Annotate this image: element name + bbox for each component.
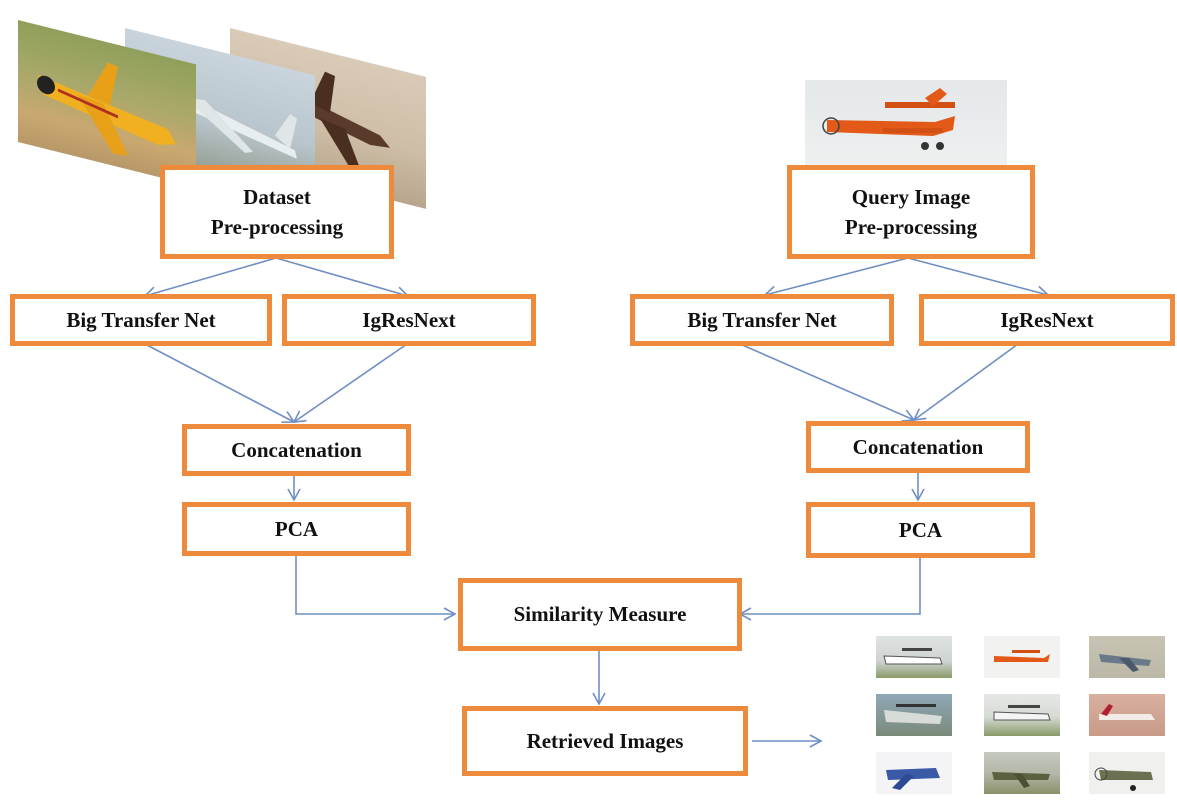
similarity-measure-box: Similarity Measure [458, 578, 742, 651]
arrow-query-to-bit [763, 257, 909, 299]
thumbnail-9 [1089, 752, 1165, 794]
thumbnail-2 [984, 636, 1060, 678]
thumbnail-6 [1089, 694, 1165, 736]
arrow-query-to-igresnext [907, 257, 1050, 299]
query-concatenation-box: Concatenation [806, 421, 1030, 473]
arrow-bit2-to-concat [739, 343, 916, 422]
query-preprocessing-line-1: Query Image [851, 184, 971, 209]
arrow-dataset-to-bit [143, 257, 277, 300]
retrieved-images-label: Retrieved Images [526, 728, 684, 753]
dataset-big-transfer-net-box: Big Transfer Net [10, 294, 272, 346]
query-pca-box: PCA [806, 502, 1035, 558]
similarity-measure-label: Similarity Measure [513, 602, 687, 627]
thumbnail-3 [1089, 636, 1165, 678]
airplane-icon [1094, 767, 1153, 791]
retrieved-images-box: Retrieved Images [462, 706, 748, 776]
dataset-big-transfer-net-label: Big Transfer Net [66, 307, 216, 332]
airplane-icon [1099, 654, 1151, 672]
airplane-icon [883, 648, 943, 665]
arrow-bit-to-concat [144, 343, 296, 424]
query-preprocessing-box: Query Image Pre-processing [787, 165, 1035, 259]
query-concatenation-label: Concatenation [852, 434, 984, 459]
orange-biplane-icon [822, 88, 955, 150]
arrow-igresnext2-to-concat [912, 343, 1019, 421]
airplane-icon [992, 772, 1050, 788]
dataset-preprocessing-line-2: Pre-processing [210, 215, 344, 239]
dataset-photo-yellow-plane [18, 20, 196, 187]
dataset-igresnext-box: IgResNext [282, 294, 536, 346]
dataset-preprocessing-line-1: Dataset [243, 184, 311, 209]
query-pca-label: PCA [898, 517, 943, 542]
arrow-pca-to-similarity-left [295, 556, 457, 621]
thumbnail-4 [876, 694, 952, 736]
query-image [805, 80, 1007, 166]
thumbnail-7 [876, 752, 952, 794]
thumbnail-8 [984, 752, 1060, 794]
airplane-icon [1099, 704, 1155, 720]
yellow-airplane-icon [37, 62, 176, 156]
query-igresnext-label: IgResNext [1000, 307, 1094, 332]
dataset-preprocessing-box: Dataset Pre-processing [160, 165, 394, 259]
query-preprocessing-line-2: Pre-processing [844, 215, 978, 239]
dataset-pca-label: PCA [274, 516, 319, 541]
query-big-transfer-net-box: Big Transfer Net [630, 294, 894, 346]
query-big-transfer-net-label: Big Transfer Net [687, 307, 837, 332]
arrow-pca-to-similarity-right [738, 558, 921, 621]
query-igresnext-box: IgResNext [919, 294, 1175, 346]
thumbnail-5 [984, 694, 1060, 736]
dataset-concatenation-label: Concatenation [231, 437, 362, 462]
dataset-pca-box: PCA [182, 502, 411, 556]
arrow-dataset-to-igresnext [275, 257, 410, 300]
thumbnail-1 [876, 636, 952, 678]
airplane-icon [884, 704, 942, 724]
dataset-igresnext-label: IgResNext [362, 307, 456, 332]
airplane-icon [993, 705, 1051, 721]
airplane-icon [994, 650, 1050, 662]
airplane-icon [886, 768, 940, 790]
dataset-concatenation-box: Concatenation [182, 424, 411, 476]
arrow-igresnext-to-concat [292, 343, 408, 423]
